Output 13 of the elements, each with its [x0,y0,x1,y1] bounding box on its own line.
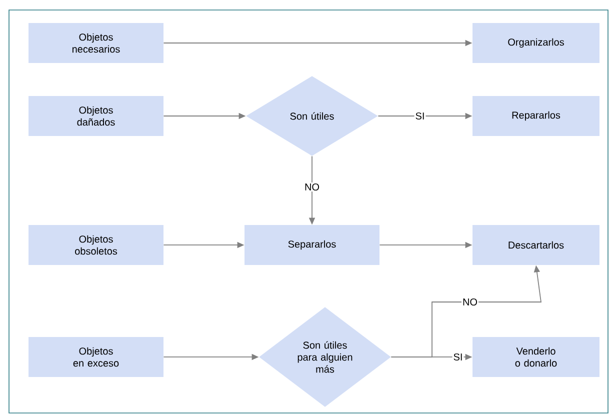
process-box: Venderlo o donarlo [472,336,600,377]
process-box: Objetos en exceso [28,336,164,377]
process-box: Repararlos [472,96,600,136]
process-box: Objetos dañados [28,96,164,136]
edge-label: SI [452,352,464,362]
process-box: Objetos obsoletos [28,224,164,265]
process-box: Descartarlos [472,224,600,265]
process-box: Organizarlos [472,23,600,63]
process-box: Objetos necesarios [28,23,164,63]
edge-label: NO [462,297,478,307]
edge-label: SI [414,111,426,121]
edge-label: NO [304,182,320,192]
process-box: Separarlos [244,224,380,265]
